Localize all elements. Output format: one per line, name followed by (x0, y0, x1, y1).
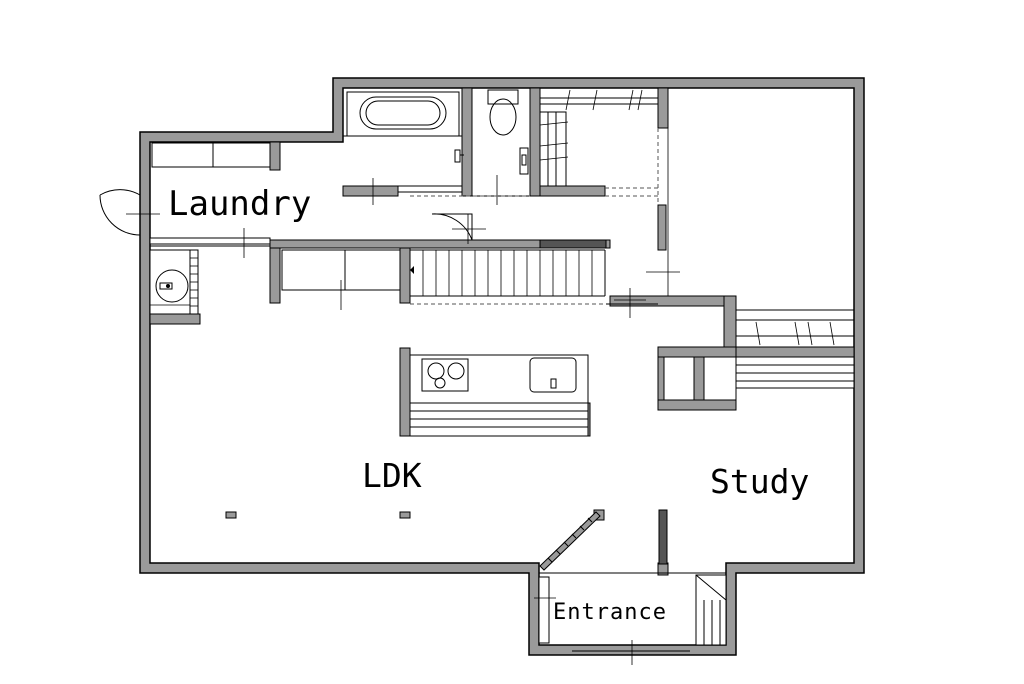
room-label-study: Study (710, 462, 810, 501)
toilet (472, 89, 530, 205)
room-label-laundry: Laundry (168, 184, 312, 224)
closet-top (539, 87, 680, 296)
hallway-door-marks (149, 195, 658, 520)
study-closet (663, 309, 855, 401)
laundry-fixtures (99, 142, 486, 258)
staircase (281, 249, 606, 310)
bathtub (343, 91, 464, 205)
room-label-entrance: Entrance (553, 600, 667, 625)
entrance-area (534, 509, 727, 665)
washbasin (149, 249, 199, 315)
kitchen-island (409, 354, 589, 437)
exterior-wall (139, 77, 865, 656)
room-label-ldk: LDK (362, 456, 422, 495)
